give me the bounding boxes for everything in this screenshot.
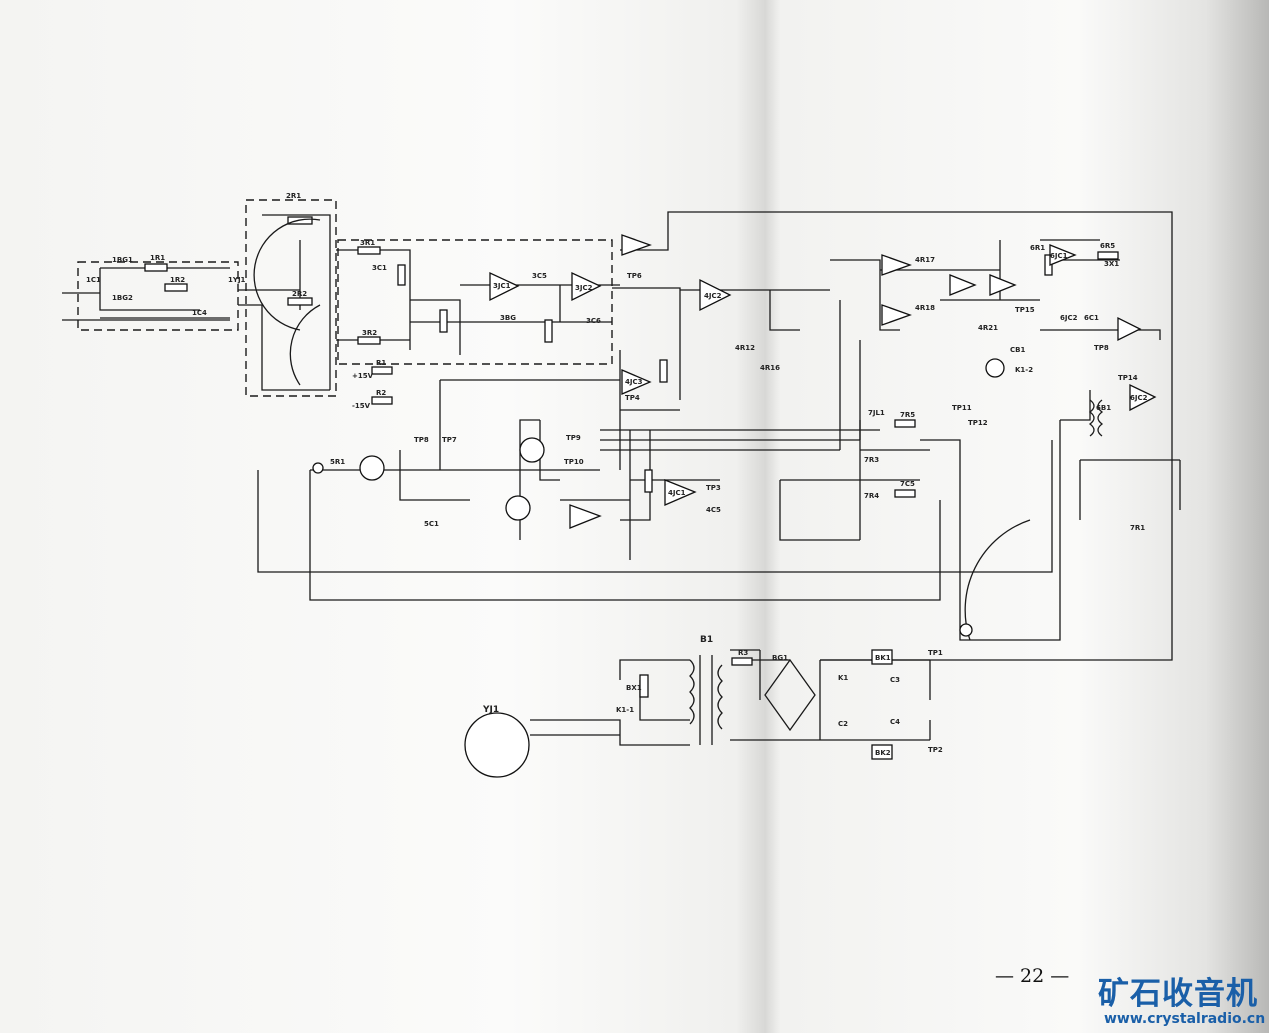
label: TP15 (1015, 306, 1035, 314)
label: 3R2 (362, 329, 377, 337)
label: 1R1 (150, 254, 165, 262)
label: 7R5 (900, 411, 915, 419)
label: 2R2 (292, 290, 307, 298)
label: TP7 (442, 436, 457, 444)
label: R3 (738, 649, 748, 657)
label: 3C1 (372, 264, 387, 272)
label: 3R1 (360, 239, 375, 247)
dashed-enclosures (77, 199, 613, 397)
label: 6B1 (1096, 404, 1111, 412)
label: C3 (890, 676, 900, 684)
label: 7R4 (864, 492, 879, 500)
label: C4 (890, 718, 900, 726)
label: 3X1 (1104, 260, 1119, 268)
label: 4JC3 (625, 378, 643, 386)
label: 6JC2 (1130, 394, 1148, 402)
label: 6R1 (1030, 244, 1045, 252)
label: CB1 (1010, 346, 1025, 354)
label: TP8 (414, 436, 429, 444)
label: 4R12 (735, 344, 755, 352)
label: 7R3 (864, 456, 879, 464)
label: TP11 (952, 404, 972, 412)
label: 2R1 (286, 192, 301, 200)
watermark-url: www.crystalradio.cn (1104, 1011, 1266, 1027)
component-labels: 1C1 1BG1 1BG2 1R1 1R2 1C4 1YJ1 2R1 2R2 +… (86, 192, 1148, 757)
label: B1 (700, 635, 713, 645)
watermark-logo: 矿石收音机 (1098, 976, 1258, 1012)
label: BG1 (772, 654, 788, 662)
label: BX1 (626, 684, 642, 692)
label: 1BG2 (112, 294, 133, 302)
components (144, 216, 1157, 778)
label: 6JC2 (1060, 314, 1078, 322)
label: 6R5 (1100, 242, 1115, 250)
label: 4JC2 (704, 292, 722, 300)
label: 3C5 (532, 272, 547, 280)
label: 3BG (500, 314, 516, 322)
label: C2 (838, 720, 848, 728)
label: 1C4 (192, 309, 207, 317)
label: -15V (352, 402, 371, 410)
label: +15V (352, 372, 374, 380)
label: 4R21 (978, 324, 998, 332)
wires (62, 211, 1181, 746)
label: 5C1 (424, 520, 439, 528)
label: 5R1 (330, 458, 345, 466)
label: 4R17 (915, 256, 935, 264)
label: TP10 (564, 458, 584, 466)
label: K1 (838, 674, 848, 682)
label: R2 (376, 389, 386, 397)
label: TP12 (968, 419, 988, 427)
label: R1 (376, 359, 386, 367)
label: BK2 (875, 749, 891, 757)
label: 4R18 (915, 304, 935, 312)
label: TP8 (1094, 344, 1109, 352)
label: K1-1 (616, 706, 634, 714)
label: K1-2 (1015, 366, 1033, 374)
label: 7R1 (1130, 524, 1145, 532)
label: TP2 (928, 746, 943, 754)
label: TP4 (625, 394, 640, 402)
label: 3C6 (586, 317, 601, 325)
label: 1R2 (170, 276, 185, 284)
label: TP14 (1118, 374, 1138, 382)
label: 4JC1 (668, 489, 686, 497)
page-number: — 22 — (995, 965, 1070, 987)
label: 1YJ1 (228, 276, 246, 284)
label: 3JC1 (493, 282, 511, 290)
label: 3JC2 (575, 284, 593, 292)
label: 7JL1 (868, 409, 885, 417)
label: TP3 (706, 484, 721, 492)
label: TP6 (627, 272, 642, 280)
label: 7C5 (900, 480, 915, 488)
label: 1BG1 (112, 256, 133, 264)
label: 4C5 (706, 506, 721, 514)
label: 6C1 (1084, 314, 1099, 322)
label: BK1 (875, 654, 891, 662)
label: YJ1 (482, 705, 499, 715)
label: 1C1 (86, 276, 101, 284)
label: 6JC1 (1050, 252, 1068, 260)
label: 4R16 (760, 364, 780, 372)
label: TP9 (566, 434, 581, 442)
label: TP1 (928, 649, 943, 657)
